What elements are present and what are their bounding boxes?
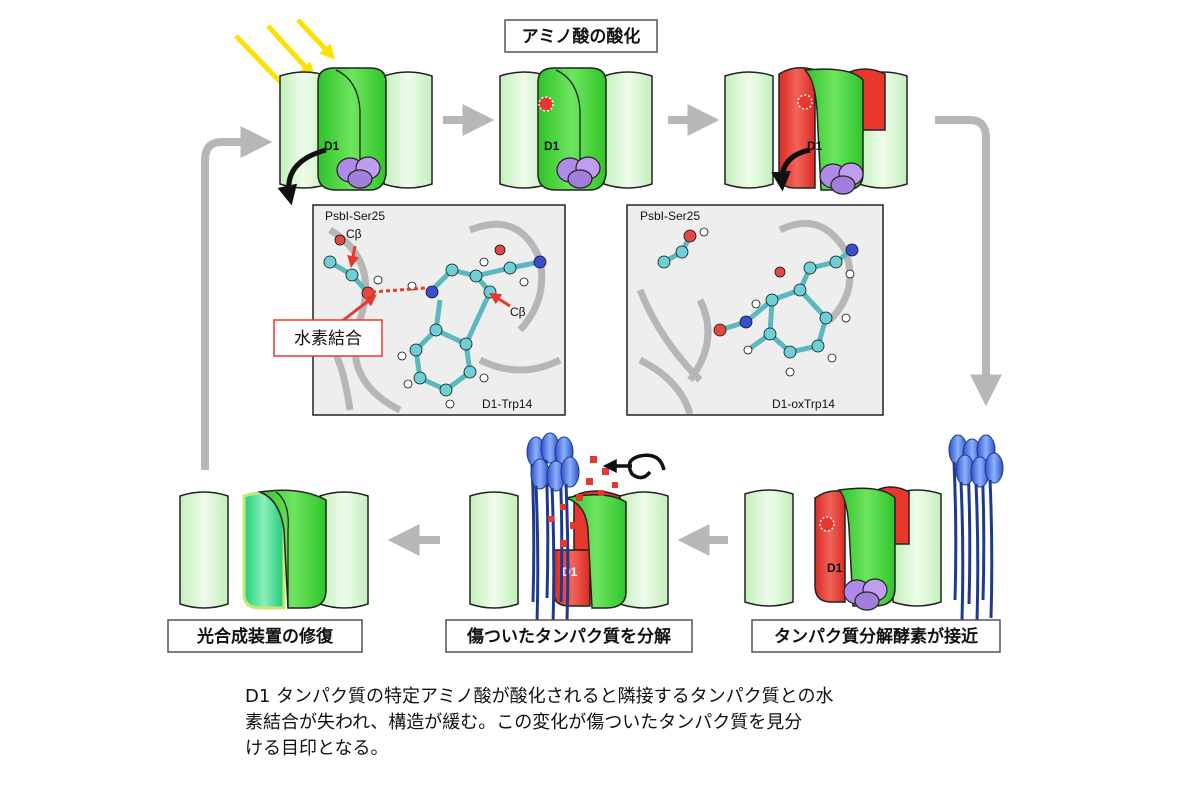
complex-protease-approach: D1 xyxy=(744,486,942,611)
residue-label-oxtrp14: D1-oxTrp14 xyxy=(772,397,835,411)
complex-damaged: D1 xyxy=(724,67,908,195)
label-box-protease-approach: タンパク質分解酵素が接近 xyxy=(751,619,1001,653)
caption-line-3: ける目印となる。 xyxy=(245,738,389,759)
label-box-repair: 光合成装置の修復 xyxy=(167,619,363,653)
cbeta-arrow-top xyxy=(347,245,360,268)
zoom-arrow-right xyxy=(771,147,811,192)
cbeta-label-right: Cβ xyxy=(510,305,526,319)
d1-label: D1 xyxy=(827,561,843,575)
label-degradation: 傷ついたタンパク質を分解 xyxy=(466,626,671,647)
cbeta-label-top: Cβ xyxy=(346,227,362,241)
oxidized-residue-icon xyxy=(538,96,554,112)
molecule-panel-trp14: PsbI-Ser25 Cβ Cβ D1-Trp14 xyxy=(312,204,566,416)
oxidized-residue-icon xyxy=(819,516,835,532)
arrow-right-turn xyxy=(935,116,1002,407)
complex-healthy: D1 xyxy=(279,67,433,191)
label-box-oxidation: アミノ酸の酸化 xyxy=(504,19,658,53)
arrow-left-turn xyxy=(201,126,273,470)
oxidized-residue-icon xyxy=(797,94,813,110)
label-box-degradation: 傷ついたタンパク質を分解 xyxy=(445,619,693,653)
zoom-arrow-left xyxy=(277,147,327,206)
label-protease-approach: タンパク質分解酵素が接近 xyxy=(774,626,978,647)
rotation-arrow-icon xyxy=(608,453,666,480)
protease-complex xyxy=(947,433,1005,624)
hydrogen-bond-callout: 水素結合 xyxy=(273,294,383,357)
cbeta-arrow-right xyxy=(488,292,511,308)
caption: D1 タンパク質の特定アミノ酸が酸化されると隣接するタンパク質との水 素結合が失… xyxy=(245,684,1005,762)
caption-line-2: 素結合が失われ、構造が緩む。この変化が傷ついたタンパク質を見分 xyxy=(245,712,803,733)
caption-line-1: D1 タンパク質の特定アミノ酸が酸化されると隣接するタンパク質との水 xyxy=(245,686,834,707)
label-repair: 光合成装置の修復 xyxy=(196,626,334,647)
residue-label-trp14: D1-Trp14 xyxy=(482,397,533,411)
d1-label: D1 xyxy=(324,139,340,153)
d1-label: D1 xyxy=(562,565,578,579)
label-oxidation: アミノ酸の酸化 xyxy=(522,26,641,47)
d1-label: D1 xyxy=(807,139,823,153)
complex-repaired xyxy=(179,489,369,610)
residue-label-ser25: PsbI-Ser25 xyxy=(640,209,700,223)
molecule-panel-oxtrp14: PsbI-Ser25 D1-oxTrp14 xyxy=(626,204,884,416)
hydrogen-bond-label: 水素結合 xyxy=(294,329,362,349)
d1-label: D1 xyxy=(544,139,560,153)
hydrogen-bond-line xyxy=(371,286,427,294)
residue-label-ser25: PsbI-Ser25 xyxy=(325,209,385,223)
complex-oxidized: D1 xyxy=(499,67,653,191)
